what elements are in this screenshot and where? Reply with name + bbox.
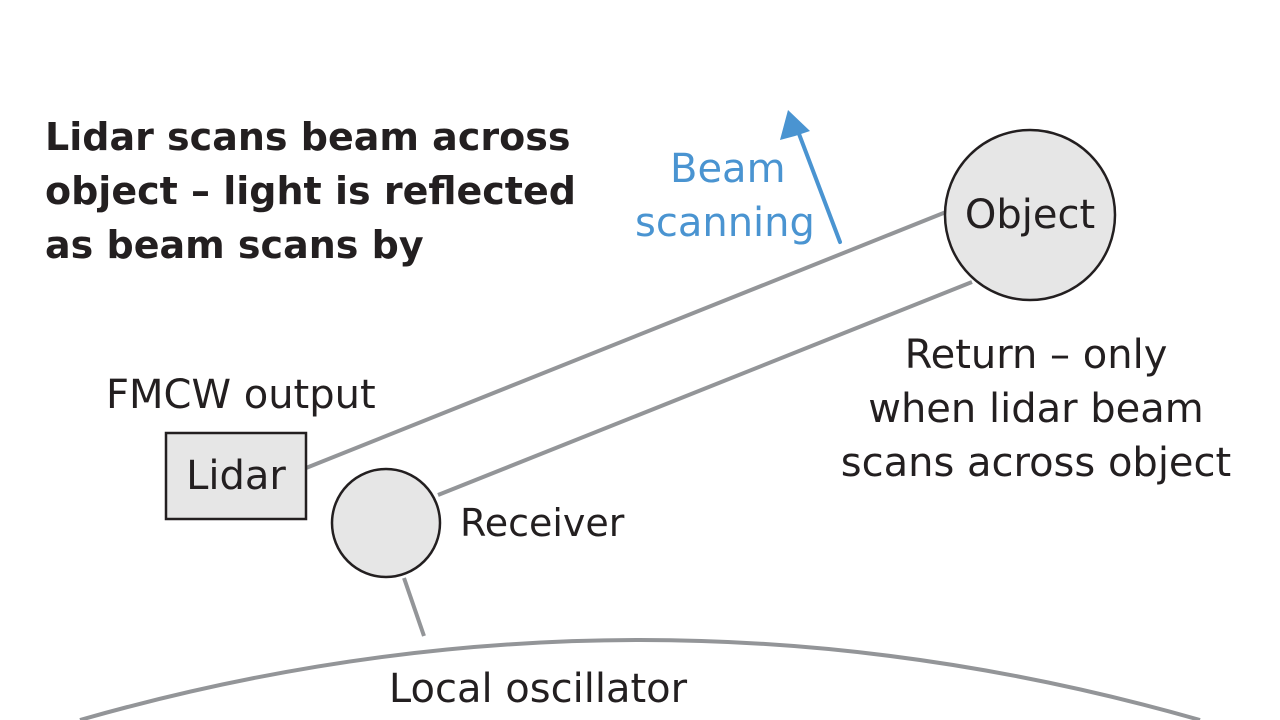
beam-scanning-label-1: Beam [670, 146, 786, 192]
object-node: Object [943, 128, 1117, 302]
return-label-line-3: scans across object [841, 440, 1231, 486]
beam-scanning-arrow-shaft [794, 124, 842, 244]
receiver-circle [330, 467, 442, 579]
object-circle [943, 128, 1117, 302]
beam-scanning-arrowhead [780, 110, 810, 140]
lidar-label: Lidar [186, 453, 286, 499]
receiver-oscillator-line [402, 577, 426, 637]
fmcw-output-label: FMCW output [106, 372, 376, 418]
return-label-line-1: Return – only [905, 332, 1168, 378]
outgoing-beam-line [305, 210, 947, 470]
lidar-node: Lidar [164, 431, 308, 521]
return-beam-line [437, 280, 973, 497]
beam-scanning: Beam scanning [635, 110, 842, 246]
caption-line-1: Lidar scans beam across [45, 115, 570, 159]
receiver-node: Receiver [330, 467, 625, 579]
return-label-line-2: when lidar beam [868, 386, 1204, 432]
caption-line-3: as beam scans by [45, 223, 424, 267]
local-oscillator-ellipse [79, 638, 1201, 720]
local-oscillator-label: Local oscillator [389, 666, 688, 712]
receiver-label: Receiver [460, 501, 625, 545]
return-label: Return – only when lidar beam scans acro… [841, 332, 1231, 486]
object-label: Object [965, 192, 1095, 238]
caption: Lidar scans beam across object – light i… [45, 115, 576, 267]
lidar-box [164, 431, 308, 521]
beam-scanning-label-2: scanning [635, 200, 815, 246]
caption-line-2: object – light is reflected [45, 169, 576, 213]
